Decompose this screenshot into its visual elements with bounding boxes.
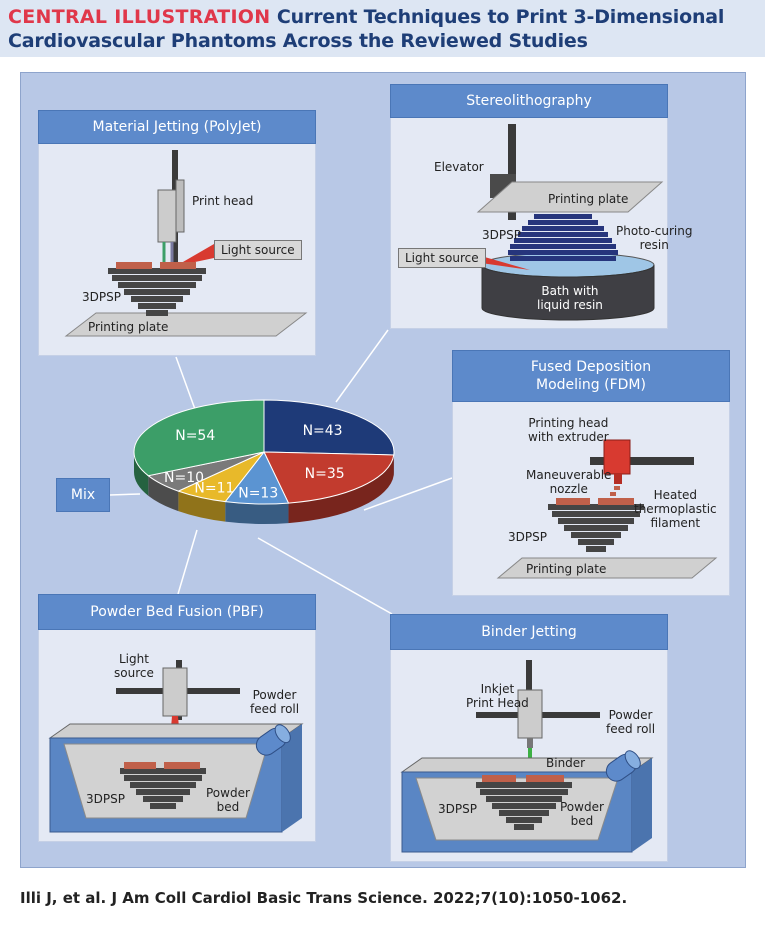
- label-filament-line-2: thermoplastic: [634, 502, 717, 516]
- header-banner: CENTRAL ILLUSTRATION Current Techniques …: [0, 0, 765, 57]
- citation-footer: Illi J, et al. J Am Coll Cardiol Basic T…: [20, 889, 628, 907]
- header-line-1: CENTRAL ILLUSTRATION Current Techniques …: [8, 6, 724, 28]
- pie-label-1: N=35: [305, 466, 345, 482]
- label-bed-line-2-pbf: bed: [216, 800, 240, 814]
- label-light-source-polyjet: Light source: [214, 240, 302, 260]
- label-printing-plate-fdm: Printing plate: [526, 562, 607, 576]
- label-head-line-1: Printing head: [528, 416, 609, 430]
- pie-label-5: N=54: [175, 428, 215, 444]
- label-3dpsp-fdm: 3DPSP: [508, 530, 547, 544]
- label-binder: Binder: [546, 756, 586, 770]
- label-feed-line-2-binder: feed roll: [606, 722, 656, 736]
- pie-label-2: N=13: [238, 485, 278, 501]
- pie-label-4: N=10: [164, 470, 204, 486]
- panel-title-fdm-line-1: Fused Deposition: [530, 359, 652, 375]
- label-3dpsp-polyjet: 3DPSP: [82, 290, 121, 304]
- label-inkjet-line-1: Inkjet: [480, 682, 515, 696]
- label-printing-plate-polyjet: Printing plate: [88, 320, 169, 334]
- label-light-line-2: source: [114, 666, 154, 680]
- label-3dpsp-pbf: 3DPSP: [86, 792, 125, 806]
- pie-label-3: N=11: [194, 480, 234, 496]
- pie-slice-1: [263, 451, 395, 504]
- label-feed-line-1-pbf: Powder: [252, 688, 297, 702]
- label-inkjet-line-2: Print Head: [466, 696, 529, 710]
- pie-side-5: [134, 452, 149, 496]
- panel-title-binder-jetting: Binder Jetting: [390, 614, 668, 650]
- label-bath-line-1: Bath with: [541, 284, 599, 298]
- label-3dpsp-binder: 3DPSP: [438, 802, 477, 816]
- label-resin-line-1: Photo-curing: [616, 224, 693, 238]
- label-filament-line-1: Heated: [653, 488, 698, 502]
- label-bath-line-2: liquid resin: [537, 298, 603, 312]
- pie-side-2: [225, 501, 289, 524]
- panel-title-pbf: Powder Bed Fusion (PBF): [38, 594, 316, 630]
- label-feed-line-2-pbf: feed roll: [250, 702, 300, 716]
- label-resin-line-2: resin: [639, 238, 669, 252]
- panel-title-stereolithography: Stereolithography: [390, 84, 668, 118]
- label-print-head: Print head: [192, 194, 254, 208]
- label-bed-line-2-binder: bed: [570, 814, 594, 828]
- panel-title-material-jetting: Material Jetting (PolyJet): [38, 110, 316, 144]
- mix-label: Mix: [56, 478, 110, 512]
- pie-slice-0: [263, 399, 395, 456]
- label-3dpsp-sla: 3DPSP: [482, 228, 521, 242]
- panel-title-fdm-line-2: Modeling (FDM): [536, 377, 646, 393]
- central-illustration-tag: CENTRAL ILLUSTRATION: [8, 6, 271, 28]
- label-elevator: Elevator: [434, 160, 484, 174]
- label-bed-line-1-pbf: Powder: [206, 786, 250, 800]
- label-bed-line-1-binder: Powder: [560, 800, 604, 814]
- label-nozzle-line-2: nozzle: [549, 482, 588, 496]
- label-nozzle-line-1: Maneuverable: [526, 468, 612, 482]
- pie-side-1: [288, 454, 394, 524]
- pie-slice-5: [133, 399, 265, 477]
- title-line-1: Current Techniques to Print 3-Dimensiona…: [276, 6, 725, 28]
- label-light-source-sla: Light source: [398, 248, 486, 268]
- label-head-line-2: with extruder: [528, 430, 609, 444]
- label-light-line-1: Light: [118, 652, 149, 666]
- pie-side-4: [148, 475, 179, 512]
- label-feed-line-1-binder: Powder: [608, 708, 653, 722]
- pie-label-0: N=43: [303, 423, 343, 439]
- title-line-2: Cardiovascular Phantoms Across the Revie…: [8, 30, 588, 52]
- label-printing-plate-sla: Printing plate: [548, 192, 629, 206]
- pie-side-3: [178, 491, 226, 522]
- label-filament-line-3: filament: [650, 516, 701, 530]
